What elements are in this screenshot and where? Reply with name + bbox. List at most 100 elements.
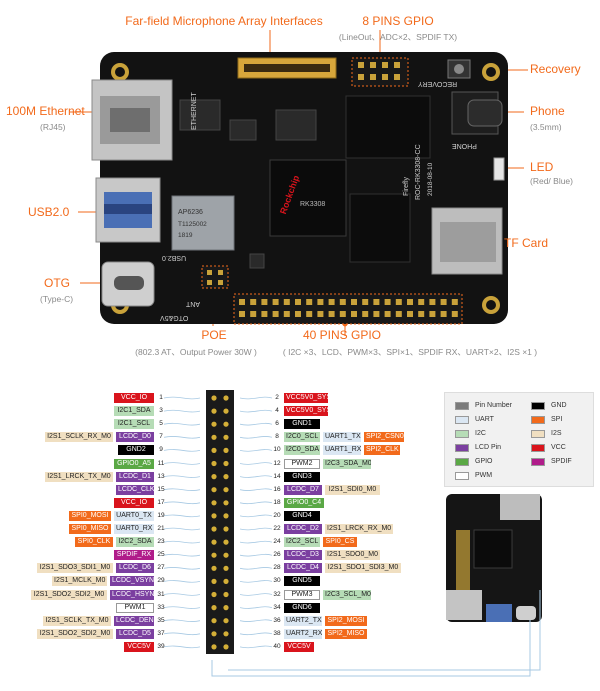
legend-swatch: [531, 444, 545, 452]
pin-label: I2S1_SDO3_SDI1_M0: [37, 563, 113, 574]
pin-number: 7: [159, 433, 163, 441]
pin-label: LCDC_CLK: [116, 484, 154, 495]
header40-pin: [283, 299, 290, 305]
pin-label: I2C2_SCL: [284, 537, 320, 548]
wire-left: [163, 619, 201, 622]
header-pin-odd: [211, 474, 217, 480]
legend-label: VCC: [551, 444, 566, 451]
wire-left: [163, 540, 201, 544]
pin-label: SPI0_CS: [323, 537, 357, 548]
callout-led-sub: (Red/ Blue): [530, 176, 573, 186]
pin-label: VCC5V0_SYS: [284, 406, 328, 417]
header-pin-odd: [211, 552, 217, 558]
legend-swatch: [531, 402, 545, 410]
wire-right: [239, 527, 273, 531]
pin-number: 40: [273, 642, 281, 650]
pin-number: 13: [157, 472, 165, 480]
header-pin-odd: [211, 421, 217, 427]
pin-number: 27: [157, 564, 165, 572]
wire-right: [239, 593, 273, 596]
header-pin-even: [223, 605, 229, 611]
pin-label: GND4: [284, 510, 320, 521]
header40-pin: [261, 311, 268, 317]
pin-label: UART1_TX: [323, 432, 361, 443]
header40-pin: [395, 299, 402, 305]
pin-label: SPDIF_RX: [114, 550, 154, 561]
pin-label: I2S1_LRCK_TX_M0: [45, 471, 113, 482]
header40-pin: [362, 299, 369, 305]
pin-number: 23: [157, 538, 165, 546]
wire-right: [239, 645, 273, 649]
wire-right: [239, 553, 273, 557]
silk-ant: ANT: [186, 300, 200, 307]
pin-label: GND6: [284, 602, 320, 613]
wire-right: [239, 475, 273, 478]
header40-pin: [384, 311, 391, 317]
header40-pin: [362, 311, 369, 317]
pin-number: 2: [275, 394, 279, 401]
wire-right: [239, 409, 273, 413]
legend-swatch: [455, 430, 469, 438]
pin-label: SPI0_MISO: [69, 524, 111, 534]
header40-pin: [317, 311, 324, 317]
header-pin-odd: [211, 513, 217, 519]
wire-right: [239, 462, 273, 465]
pin-label: I2S1_SDI0_M0: [325, 484, 380, 495]
silk-wifi-code: T1125002: [178, 221, 207, 228]
pin-number: 12: [273, 459, 281, 467]
header-pin-even: [223, 565, 229, 571]
pin-number: 26: [273, 551, 281, 559]
header-pin-even: [223, 644, 229, 650]
pin-label: LCDC_HSYNC: [110, 589, 154, 600]
header40-pin: [250, 299, 257, 305]
header40-pin: [418, 299, 425, 305]
legend-label: SPDIF: [551, 458, 572, 465]
silk-board-date: 2018-08-10: [427, 162, 434, 196]
pin-label: VCC5V: [124, 641, 154, 652]
legend-label: SPI: [551, 416, 563, 423]
wire-left: [163, 553, 201, 557]
pin-number: 5: [159, 420, 163, 428]
silk-recovery: RECOVERY: [418, 80, 458, 87]
pin-label: VCC_IO: [114, 497, 154, 508]
pin-number: 3: [159, 407, 163, 415]
pin-number: 38: [273, 629, 281, 637]
pin-number: 11: [157, 459, 165, 467]
legend-label: GPIO: [475, 458, 493, 465]
silk-usb: USB2.0: [162, 254, 187, 261]
pin-label: I2C3_SDA_M0: [323, 458, 371, 469]
header40-pin: [429, 299, 436, 305]
header-pin-even: [223, 500, 229, 506]
header-pin-even: [223, 591, 229, 598]
pin-number: 1: [159, 394, 163, 401]
legend-swatch: [531, 458, 545, 466]
callout-otg: OTG: [44, 276, 70, 290]
callout-gpio8-sub: (LineOut、ADC×2、SPDIF TX): [338, 32, 458, 42]
wire-left: [163, 514, 201, 518]
legend-swatch: [531, 430, 545, 438]
pin-label: LCDC_D2: [284, 524, 322, 534]
pin-label: I2C1_SDA: [114, 406, 154, 417]
pin-number: 8: [275, 433, 279, 441]
pin-label: LCDC_D5: [116, 628, 154, 639]
header-pin-even: [223, 460, 229, 467]
wire-left: [163, 501, 201, 505]
header-pin-even: [223, 395, 229, 401]
pin-label: UART2_TX: [284, 615, 322, 626]
header-pin-odd: [211, 526, 217, 532]
wire-left: [163, 422, 201, 426]
header-pin-odd: [211, 605, 217, 611]
pin-label: UART2_RX: [284, 628, 322, 639]
header-pin-odd: [211, 578, 217, 585]
pin-label: I2S1_SCLK_TX_M0: [43, 615, 111, 626]
header40-pin: [373, 299, 380, 305]
led: [493, 157, 505, 181]
header-pin-odd: [211, 487, 217, 493]
silk-wifi-date: 1819: [178, 232, 193, 239]
pin-number: 9: [159, 446, 163, 454]
header-pin-odd: [211, 539, 217, 545]
pin-label: I2C1_SCL: [114, 419, 154, 430]
silk-phone: PHONE: [452, 142, 477, 149]
pin-label: GND1: [284, 419, 320, 430]
